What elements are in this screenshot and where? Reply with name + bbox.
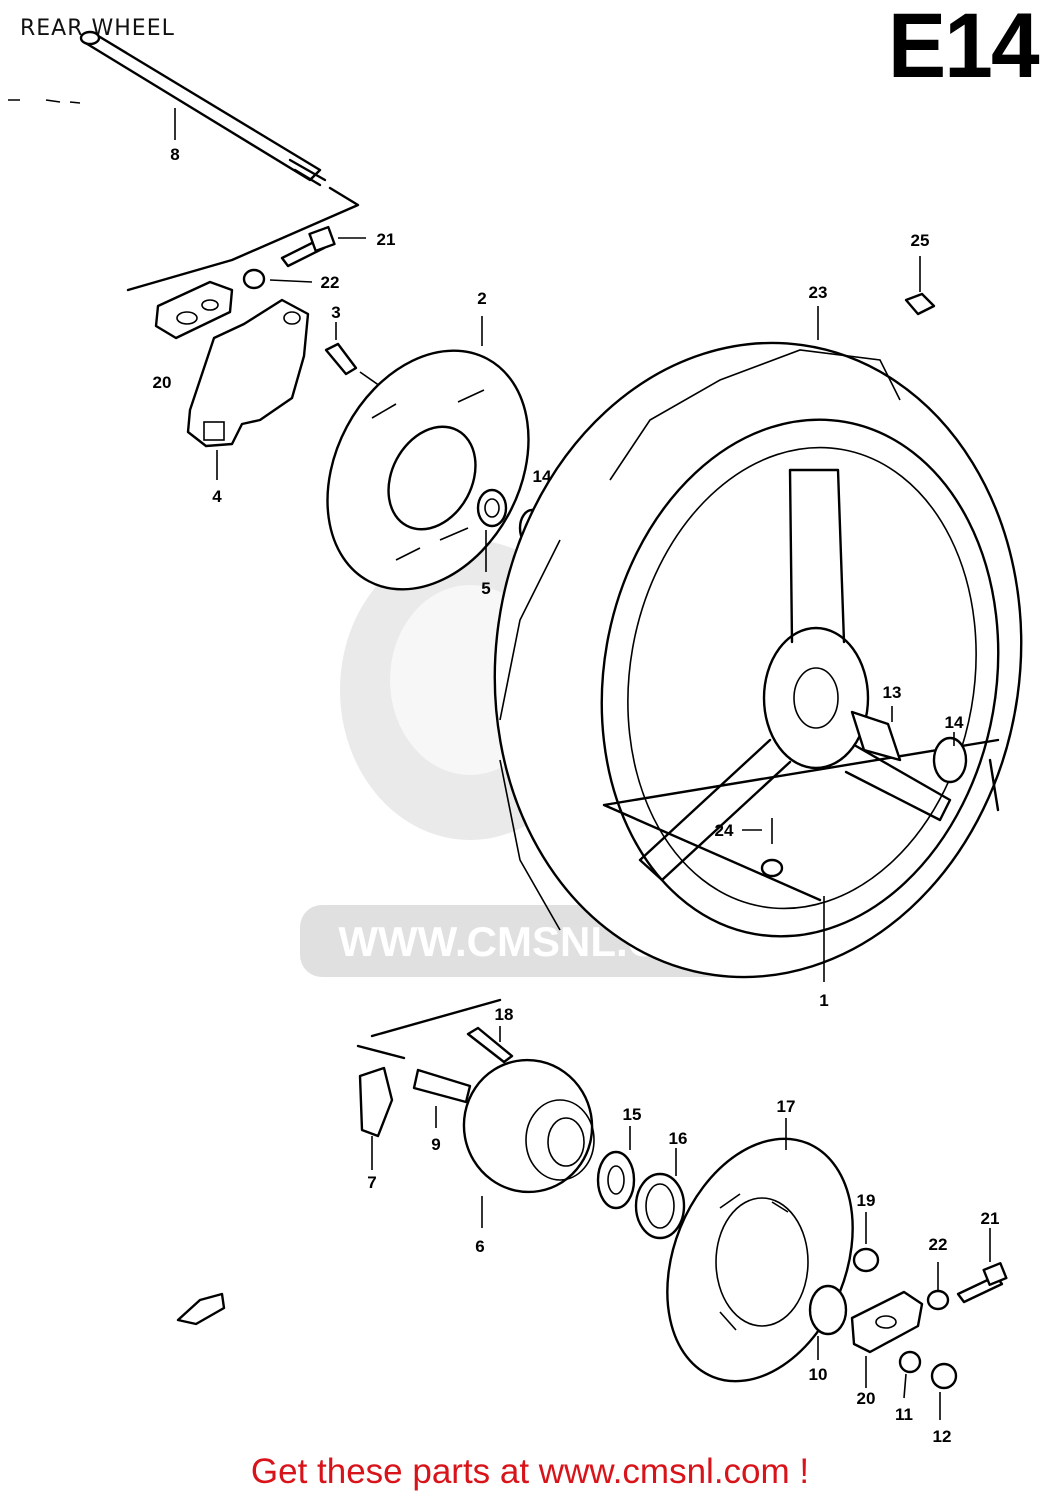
footer-link-text[interactable]: Get these parts at www.cmsnl.com !: [250, 1452, 810, 1491]
wheel-rim: [600, 418, 1000, 982]
balance-weight-25: [904, 256, 936, 316]
callout-20: 20: [153, 373, 172, 392]
spacer-9: [412, 1068, 472, 1128]
bolt-21-bottom: [956, 1228, 1008, 1304]
spacer-10: [808, 1284, 848, 1360]
valve-24: [742, 818, 784, 878]
callout-10: 10: [809, 1365, 828, 1384]
diagram-code: E14: [888, 0, 1040, 97]
callout-22: 22: [929, 1235, 948, 1254]
nut-22-bottom: [926, 1262, 950, 1311]
callout-labels: 8 21 22 20 3 4 2 14 5 23 25 13 14 24 1 18 7 9 6 15 16 17 19 22 2…: [153, 145, 1000, 1446]
callout-1: 1: [819, 991, 828, 1010]
callout-8: 8: [170, 145, 179, 164]
callout-25: 25: [911, 231, 930, 250]
callout-12: 12: [933, 1427, 952, 1446]
callout-21: 21: [377, 230, 396, 249]
callout-21: 21: [981, 1209, 1000, 1228]
callout-7: 7: [367, 1173, 376, 1192]
callout-14: 14: [945, 713, 964, 732]
brake-disc: [326, 316, 530, 591]
chain-adjuster-left: [154, 280, 234, 340]
bearing-15: [596, 1126, 636, 1210]
hub-6: [462, 1058, 595, 1228]
callout-20: 20: [857, 1389, 876, 1408]
callout-9: 9: [431, 1135, 440, 1154]
callout-24: 24: [715, 821, 734, 840]
bolt-18: [466, 1026, 514, 1064]
callout-15: 15: [623, 1105, 642, 1124]
washer-11: [898, 1350, 922, 1399]
bolt-21-top: [280, 225, 366, 268]
callout-22: 22: [321, 273, 340, 292]
caliper-bracket: [186, 298, 310, 480]
nut-19: [852, 1212, 880, 1273]
callout-11: 11: [895, 1405, 913, 1424]
bolt-3: [324, 322, 358, 376]
chain-adjuster-right: [850, 1290, 924, 1388]
callout-6: 6: [475, 1237, 484, 1256]
sprocket-17: [666, 1118, 854, 1383]
nut-22-top: [242, 268, 313, 290]
seal-16: [634, 1148, 686, 1240]
callout-3: 3: [331, 303, 340, 322]
front-direction-arrow: [176, 1292, 226, 1326]
axle-part: [79, 30, 327, 187]
callout-18: 18: [495, 1005, 514, 1024]
collar-5: [476, 488, 508, 572]
callout-19: 19: [857, 1191, 876, 1210]
damper-7: [358, 1066, 394, 1170]
callout-13: 13: [883, 683, 902, 702]
callout-14: 14: [533, 467, 552, 486]
callout-4: 4: [212, 487, 222, 506]
callout-23: 23: [809, 283, 828, 302]
callout-17: 17: [777, 1097, 796, 1116]
seal-14-right: [932, 732, 968, 784]
callout-16: 16: [669, 1129, 688, 1148]
callout-5: 5: [481, 579, 490, 598]
callout-2: 2: [477, 289, 486, 308]
spacer-13: [850, 706, 902, 762]
nut-12: [930, 1362, 958, 1420]
